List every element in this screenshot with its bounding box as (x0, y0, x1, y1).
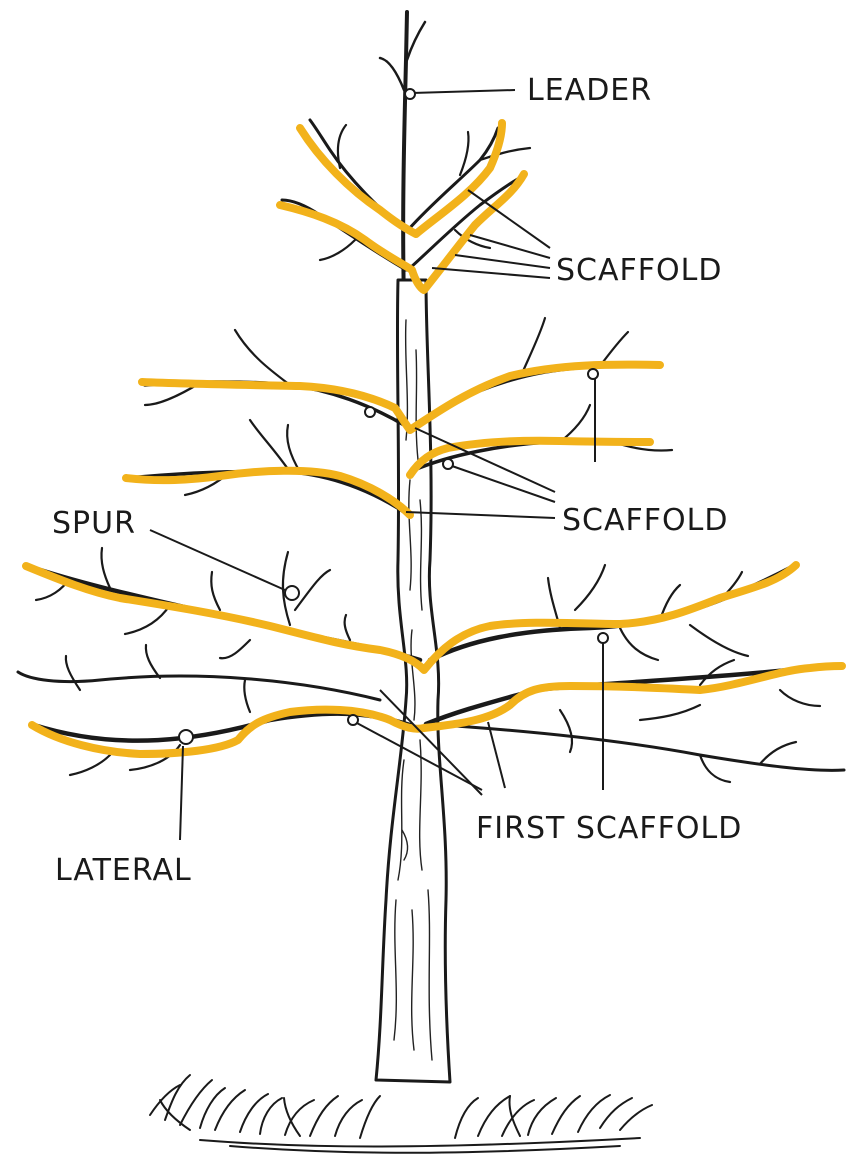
label-pointers (150, 89, 608, 840)
label-leader: LEADER (527, 73, 652, 108)
label-first-scaffold: FIRST SCAFFOLD (476, 811, 742, 846)
label-lateral: LATERAL (55, 853, 192, 888)
label-spur: SPUR (52, 506, 136, 541)
label-scaffold-top: SCAFFOLD (556, 253, 722, 288)
label-scaffold-middle: SCAFFOLD (562, 503, 728, 538)
grass-tuft (150, 1075, 652, 1153)
